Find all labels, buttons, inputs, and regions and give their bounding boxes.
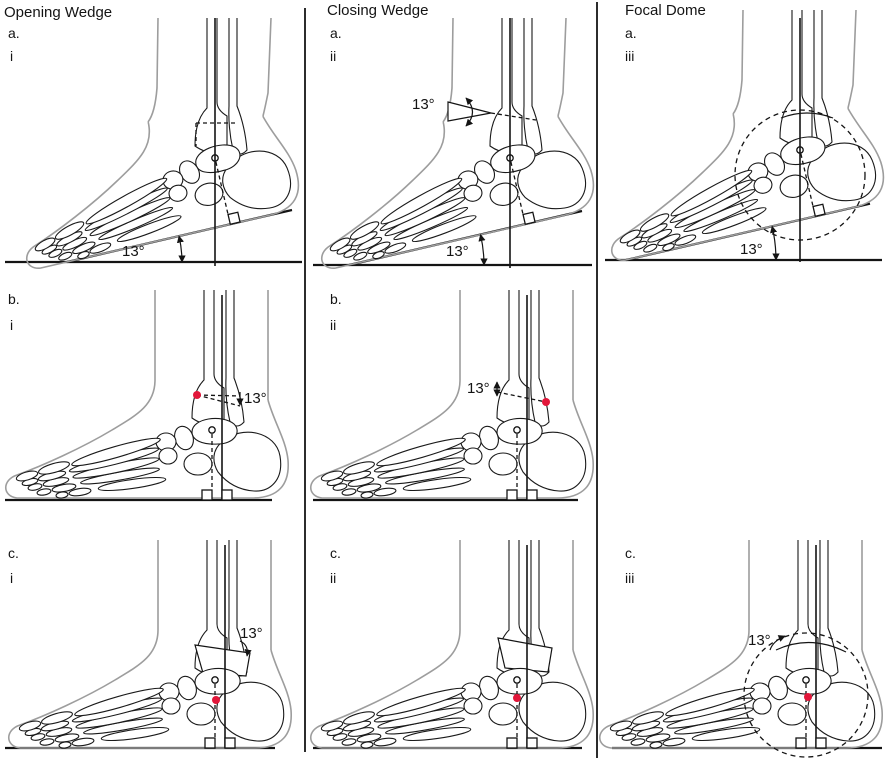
- panel-numeral: iii: [625, 570, 634, 586]
- panel-a-i: a. i 13°: [1, 17, 306, 273]
- dome-osteotomy-arc: [775, 641, 847, 653]
- leg: [732, 9, 857, 147]
- center-of-rotation-marker: [513, 694, 521, 702]
- panel-letter: a.: [330, 25, 342, 41]
- foot: [586, 83, 886, 265]
- panel-numeral: i: [10, 570, 13, 586]
- distal-tibia-fragment: [497, 637, 553, 673]
- dashed-heel-line: [800, 153, 814, 207]
- panel-numeral: i: [10, 48, 13, 64]
- panel-numeral: ii: [330, 48, 336, 64]
- ankle-joint-center: [802, 676, 810, 684]
- wedge-opening-line: [196, 394, 241, 407]
- header-opening-wedge: Opening Wedge: [4, 4, 112, 21]
- dashed-heel-line: [510, 161, 524, 215]
- right-angle-marker: [506, 489, 518, 501]
- dome-rotation-circle: [734, 109, 866, 241]
- panel-c-iii: c. iii 13°: [598, 539, 884, 758]
- right-angle-marker: [526, 489, 538, 501]
- panel-numeral: iii: [625, 48, 634, 64]
- foot-figure: [598, 539, 884, 750]
- right-angle-marker: [526, 737, 538, 749]
- right-angle-marker: [506, 737, 518, 749]
- panel-numeral: ii: [330, 570, 336, 586]
- foot-figure: [296, 17, 601, 273]
- panel-letter: b.: [8, 291, 20, 307]
- angle-label: 13°: [122, 243, 145, 260]
- right-angle-marker: [522, 211, 536, 226]
- panel-numeral: ii: [330, 317, 336, 333]
- foot-figure: [4, 289, 290, 500]
- foot: [7, 629, 293, 750]
- foot-figure: [309, 289, 595, 500]
- angle-label: 13°: [446, 243, 469, 260]
- panel-letter: a.: [8, 25, 20, 41]
- foot-figure: [309, 539, 595, 750]
- distal-tibia-fragment: [194, 644, 251, 677]
- angle-arc-arrow: [478, 233, 488, 266]
- foot-figure: [7, 539, 293, 750]
- angle-arc-arrow: [770, 225, 780, 261]
- angle-label: 13°: [467, 380, 490, 397]
- ankle-joint-center: [211, 676, 219, 684]
- correction-angle-arrow: [769, 635, 786, 651]
- right-angle-marker: [795, 737, 807, 749]
- panel-a-ii: a. ii 13° 13°: [296, 17, 601, 273]
- panel-letter: c.: [8, 545, 19, 561]
- osteotomy-cut-line: [490, 112, 537, 121]
- right-angle-marker: [224, 737, 236, 749]
- hinge-point-marker: [542, 398, 550, 406]
- right-angle-marker: [201, 489, 213, 501]
- ankle-joint-center: [513, 676, 521, 684]
- wedge-opening-line: [196, 394, 241, 397]
- header-closing-wedge: Closing Wedge: [327, 2, 428, 19]
- correction-angle-arrow: [239, 640, 252, 657]
- foot: [598, 629, 884, 750]
- foot: [309, 379, 595, 500]
- ankle-joint-center: [513, 426, 521, 434]
- angle-label: 13°: [748, 632, 771, 649]
- panel-letter: c.: [625, 545, 636, 561]
- panel-b-i: b. i 13°: [4, 289, 290, 502]
- right-angle-marker: [204, 737, 216, 749]
- leg: [147, 17, 272, 155]
- angle-label: 13°: [244, 390, 267, 407]
- panel-c-i: c. i 13°: [5, 539, 293, 750]
- right-angle-marker: [221, 489, 233, 501]
- panel-numeral: i: [10, 317, 13, 333]
- leg: [748, 539, 863, 677]
- wedge-angle-label: 13°: [412, 96, 435, 113]
- dashed-heel-line: [215, 161, 229, 215]
- panel-c-ii: c. ii: [309, 539, 595, 750]
- right-angle-marker: [815, 737, 827, 749]
- dome-rotation-circle: [743, 632, 869, 758]
- right-angle-marker: [227, 211, 241, 226]
- angle-label: 13°: [240, 625, 263, 642]
- panel-letter: c.: [330, 545, 341, 561]
- closing-wedge-triangle: [447, 101, 492, 122]
- right-angle-marker: [812, 203, 826, 218]
- ankle-joint-center: [208, 426, 216, 434]
- wedge-angle-arrow: [465, 97, 474, 127]
- wedge-closing-line: [496, 391, 547, 403]
- foot-figure: [1, 17, 306, 273]
- panel-b-ii: b. ii 13°: [309, 289, 595, 502]
- panel-a-iii: a. iii 13°: [586, 9, 886, 265]
- leg: [442, 17, 567, 155]
- angle-arc-arrow: [176, 235, 186, 263]
- hinge-point-marker: [193, 391, 201, 399]
- center-of-rotation-marker: [212, 696, 220, 704]
- panel-letter: a.: [625, 25, 637, 41]
- panel-letter: b.: [330, 291, 342, 307]
- leg: [459, 289, 574, 427]
- angle-label: 13°: [740, 241, 763, 258]
- center-of-rotation-marker: [804, 693, 812, 701]
- foot: [1, 91, 306, 273]
- header-focal-dome: Focal Dome: [625, 2, 706, 19]
